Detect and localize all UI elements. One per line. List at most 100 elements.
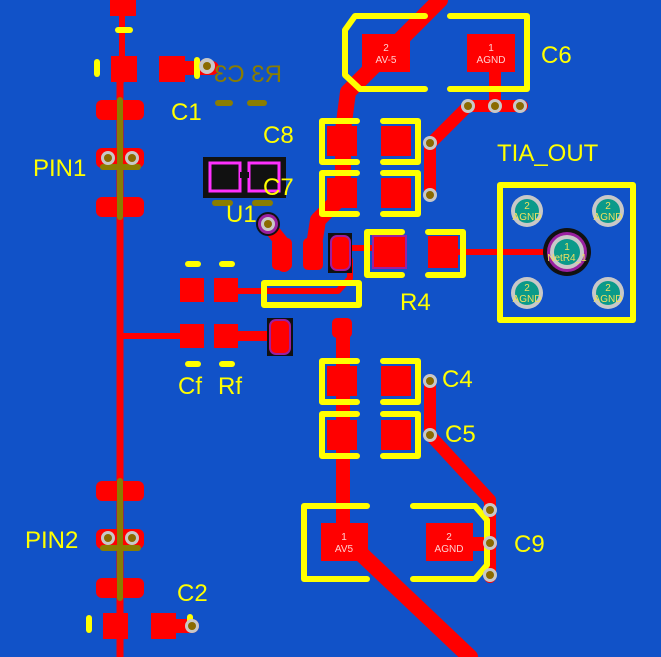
tia-out-connector[interactable]: 2 AGND 2 AGND 2 AGND 2 AGND 1 NetR4_1 <box>511 195 624 309</box>
tia-pad-tr[interactable]: 2 AGND <box>592 195 624 227</box>
pad-u1-b[interactable] <box>303 238 323 270</box>
pad-u1-d[interactable] <box>332 318 352 338</box>
pad-u1-e[interactable] <box>269 319 291 355</box>
tia-pad-bl[interactable]: 2 AGND <box>511 277 543 309</box>
pad-number: 2 <box>605 283 611 294</box>
pad-net: AGND <box>477 55 506 66</box>
pad-net: AGND <box>513 212 542 223</box>
pad-number: 1 <box>488 43 494 54</box>
silk-r4-left <box>364 229 405 278</box>
silk-r4-right <box>425 229 466 278</box>
smd-pads: 2 AV-5 1 AGND 1 AV5 2 AGND <box>96 0 515 639</box>
pad-rf-1[interactable] <box>214 324 238 348</box>
label-c4[interactable]: C4 <box>442 366 473 393</box>
pad-c4-1[interactable] <box>327 366 357 396</box>
pad-u1-c[interactable] <box>330 235 351 271</box>
silk-c6-left <box>342 13 428 92</box>
silk-c5-left <box>319 411 360 459</box>
trace-av5-diag[interactable] <box>347 540 478 657</box>
label-u1[interactable]: U1 <box>226 201 257 228</box>
pad-c8-1[interactable] <box>327 126 357 156</box>
via[interactable] <box>488 99 502 113</box>
label-pin2[interactable]: PIN2 <box>25 527 78 554</box>
pad-u1-a[interactable] <box>272 238 292 270</box>
silk-c8-right <box>380 118 421 165</box>
pad-c4-2[interactable] <box>381 366 411 396</box>
via[interactable] <box>423 428 437 442</box>
pad-number: 2 <box>605 201 611 212</box>
via[interactable] <box>461 99 475 113</box>
label-tia-out[interactable]: TIA_OUT <box>497 140 599 167</box>
via[interactable] <box>423 188 437 202</box>
via-u1[interactable] <box>256 212 280 236</box>
tia-pad-br[interactable]: 2 AGND <box>592 277 624 309</box>
tia-pad-center[interactable]: 1 NetR4_1 <box>543 228 591 276</box>
via[interactable] <box>125 151 139 165</box>
silk-c5-right <box>380 411 421 459</box>
label-pin1[interactable]: PIN1 <box>33 155 86 182</box>
label-c8[interactable]: C8 <box>263 122 294 149</box>
label-c6[interactable]: C6 <box>541 42 572 69</box>
pad-net: AV-5 <box>376 55 397 66</box>
pad-c7-1[interactable] <box>327 178 357 208</box>
pad-number: 2 <box>524 283 530 294</box>
c9-pad-2[interactable]: 2 AGND <box>426 523 473 561</box>
pad-c8-2[interactable] <box>381 126 411 156</box>
pad-c5-2[interactable] <box>381 420 411 450</box>
pad-number: 2 <box>524 201 530 212</box>
via[interactable] <box>483 503 497 517</box>
silk-c8-left <box>319 118 360 165</box>
pad-cf-top-2[interactable] <box>214 278 238 302</box>
pad-c1-2[interactable] <box>159 56 185 82</box>
label-c9[interactable]: C9 <box>514 531 545 558</box>
pad-c2-2[interactable] <box>151 613 176 639</box>
via[interactable] <box>513 99 527 113</box>
c6-pad-1[interactable]: 1 AGND <box>467 34 515 72</box>
pad-net: AGND <box>435 544 464 555</box>
via[interactable] <box>423 136 437 150</box>
silk-c4-right <box>380 358 421 405</box>
u1-body[interactable] <box>203 157 286 198</box>
tia-pad-tl[interactable]: 2 AGND <box>511 195 543 227</box>
pad-r4-1[interactable] <box>372 235 407 269</box>
pad-c7-2[interactable] <box>381 178 411 208</box>
label-c1[interactable]: C1 <box>171 99 202 126</box>
pad-number: 2 <box>446 532 452 543</box>
pad-cf-top-1[interactable] <box>180 278 204 302</box>
label-c2[interactable]: C2 <box>177 580 208 607</box>
via[interactable] <box>185 619 199 633</box>
via[interactable] <box>423 374 437 388</box>
label-r3-c3-bottom: R3 C3 <box>214 61 282 88</box>
pad-r4-2[interactable] <box>428 236 458 268</box>
via[interactable] <box>125 531 139 545</box>
via[interactable] <box>199 58 215 74</box>
via[interactable] <box>483 536 497 550</box>
label-cf[interactable]: Cf <box>178 373 202 400</box>
pad-net: AGND <box>594 212 623 223</box>
via[interactable] <box>483 568 497 582</box>
via[interactable] <box>101 151 115 165</box>
silk-c6-right <box>447 13 530 92</box>
pad-c5-1[interactable] <box>327 420 357 450</box>
label-c7[interactable]: C7 <box>263 174 294 201</box>
pad-number: 1 <box>564 242 570 253</box>
label-c5[interactable]: C5 <box>445 421 476 448</box>
trace-c8-gnd[interactable] <box>424 100 474 198</box>
c6-pad-2[interactable]: 2 AV-5 <box>362 34 410 72</box>
label-r4[interactable]: R4 <box>400 289 431 316</box>
pad-c2-1[interactable] <box>103 613 128 639</box>
c9-pad-1[interactable]: 1 AV5 <box>321 523 368 561</box>
silk-c4-left <box>319 358 360 405</box>
label-rf[interactable]: Rf <box>218 373 242 400</box>
pad-top-left-0[interactable] <box>110 0 136 16</box>
pad-cf-1[interactable] <box>180 324 204 348</box>
silk-c7-right <box>380 170 421 217</box>
via[interactable] <box>101 531 115 545</box>
silk-u1-outline <box>261 280 362 308</box>
pad-net: AGND <box>594 294 623 305</box>
pad-c1-1[interactable] <box>111 56 137 82</box>
silk-tia-out-outline <box>497 182 636 323</box>
pad-net: AGND <box>513 294 542 305</box>
